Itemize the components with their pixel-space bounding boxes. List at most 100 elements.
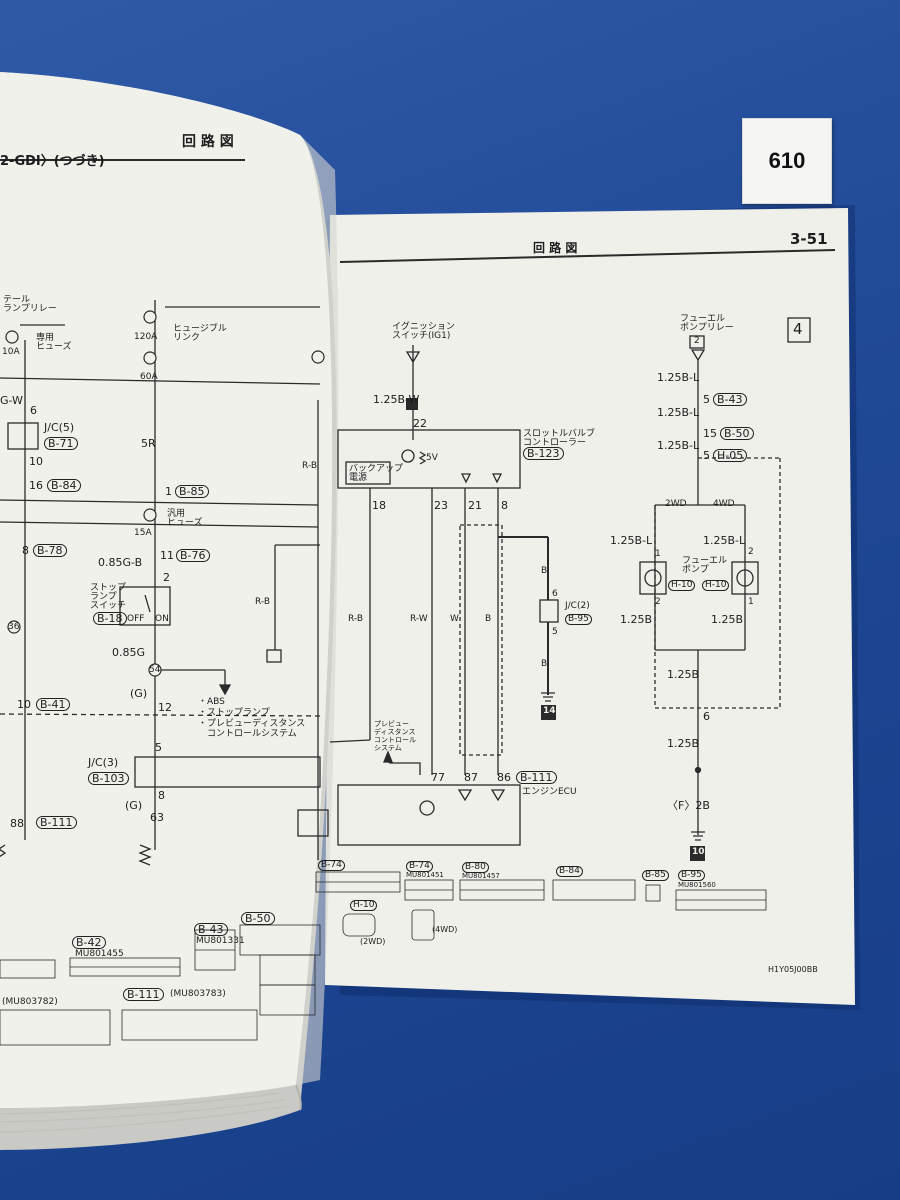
label-5v: 5V [426, 453, 438, 463]
conn-b42: B-42 [72, 936, 106, 949]
label-n87: 87 [464, 771, 478, 784]
conn-b111-right: B-111 [516, 771, 557, 784]
label-wire-125bl-1: 1.25B-L [657, 371, 700, 384]
label-wire-125bw: 1.25B-W [373, 393, 420, 406]
label-wire-085gb: 0.85G-B [98, 556, 143, 569]
left-header-sub: 2-GDI〉(つづき) [0, 154, 105, 169]
label-wire-5r: 5R [141, 437, 156, 450]
label-n18: 18 [372, 499, 386, 512]
label-amp-10: 10A [2, 347, 20, 357]
conn-h05: H-05 [713, 449, 748, 462]
label-engine-ecu: エンジンECU [522, 787, 577, 797]
label-wire-b-1: B [485, 614, 492, 624]
conn-b43-right: B-43 [713, 393, 747, 406]
label-n6: 6 [30, 404, 37, 417]
footer-code: H1Y05J00BB [768, 965, 818, 974]
conn-b95-right: B-95 [678, 870, 705, 881]
label-wire-125b-4: 1.25B [667, 737, 700, 750]
label-wire-125bl-4: 1.25B-L [610, 534, 653, 547]
label-fusible-link: ヒュージブル リンク [173, 324, 227, 343]
label-wire-125b-2: 1.25B [711, 613, 744, 626]
label-n1: 1 [165, 485, 172, 498]
label-n6-r: 6 [552, 589, 558, 599]
label-mu-3: (MU803782) [2, 997, 58, 1007]
label-wire-gw: G-W [0, 394, 23, 407]
label-n86: 86 [497, 771, 511, 784]
label-wire-125b-1: 1.25B [620, 613, 653, 626]
label-wire-125bl-2: 1.25B-L [657, 406, 700, 419]
label-tail-relay: テール ランプリレー [3, 295, 57, 314]
ground-10: 10 [692, 847, 705, 857]
label-n2-relay: 2 [694, 336, 700, 346]
label-n36: 36 [8, 622, 20, 632]
label-wire-rb-left: R-B [255, 597, 270, 607]
label-mu-c: MU801560 [678, 881, 716, 889]
label-wire-125bl-3: 1.25B-L [657, 439, 700, 452]
label-wire-085g: 0.85G [112, 646, 146, 659]
label-f2b: 〈F〉2B [667, 799, 710, 812]
label-throttle-controller: スロットルバルブ コントローラー [523, 429, 596, 448]
label-mu-1: MU801455 [75, 949, 124, 959]
label-fuel-pump: フューエル ポンプ [682, 556, 728, 575]
label-n10-b: 10 [17, 698, 31, 711]
label-fuse-dedicated: 専用 ヒューズ [36, 333, 72, 352]
label-on: ON [155, 614, 169, 624]
ground-14: 14 [543, 706, 556, 716]
label-n12: 12 [158, 701, 172, 714]
label-ignition-switch: イグニッション スイッチ(IG1) [392, 322, 455, 341]
conn-b50-left: B-50 [241, 912, 275, 925]
label-n11: 11 [160, 549, 174, 562]
label-mu-2: MU801331 [196, 936, 245, 946]
label-n8-r: 8 [501, 499, 508, 512]
label-n5-fp2: 5 [703, 449, 710, 462]
label-wire-g-1: (G) [130, 687, 148, 700]
label-n5-fp: 5 [703, 393, 710, 406]
label-wire-125bl-5: 1.25B-L [703, 534, 746, 547]
right-schematic [315, 249, 836, 941]
label-n10: 10 [29, 455, 43, 468]
label-n54: 54 [149, 665, 161, 675]
label-backup-power: バックアップ 電源 [349, 464, 404, 483]
label-n8-b: 8 [158, 789, 165, 802]
label-fuel-pump-relay: フューエル ポンプリレー [680, 314, 734, 333]
label-n88: 88 [10, 817, 24, 830]
label-wire-b-2: B [541, 566, 548, 576]
label-n77: 77 [431, 771, 445, 784]
label-n22: 22 [413, 417, 427, 430]
label-abs-systems: ・ABS ・ストップランプ ・プレビューディスタンス コントロールシステム [198, 697, 306, 740]
label-n6-fp: 6 [703, 710, 710, 723]
conn-b71: B-71 [44, 437, 78, 450]
conn-b84-right: B-84 [556, 866, 583, 877]
label-wire-125b-3: 1.25B [667, 668, 700, 681]
label-amp-120: 120A [134, 332, 158, 342]
conn-b80: B-80 [462, 862, 489, 873]
label-general-fuse: 汎用 ヒューズ [167, 509, 203, 528]
label-n21: 21 [468, 499, 482, 512]
label-n15: 15 [703, 427, 717, 440]
label-amp-15: 15A [134, 528, 152, 538]
label-2wd: 2WD [665, 499, 687, 509]
label-preview-system: プレビュー ディスタンス コントロール システム [374, 720, 416, 753]
label-n5: 5 [155, 741, 162, 754]
right-header-title: 回 路 図 [533, 241, 578, 255]
conn-b43-left: B-43 [194, 923, 228, 936]
panel-number: 4 [793, 320, 803, 338]
label-wire-b-3: B [541, 659, 548, 669]
price-sticker: 610 [742, 118, 832, 204]
label-jc3: J/C(3) [88, 756, 119, 769]
left-header-title: 回 路 図 [182, 134, 234, 150]
conn-b123: B-123 [523, 447, 564, 460]
label-n2-pump4: 2 [748, 547, 754, 557]
label-n2: 2 [163, 571, 170, 584]
label-amp-60: 60A [140, 372, 158, 382]
conn-b95: B-95 [565, 614, 592, 625]
label-n16: 16 [29, 479, 43, 492]
left-page [0, 72, 333, 1108]
label-n2-pump2: 2 [655, 597, 661, 607]
conn-b103: B-103 [88, 772, 129, 785]
label-mu-4: (MU803783) [170, 989, 226, 999]
label-n5-r: 5 [552, 627, 558, 637]
conn-h10-4wd: H-10 [702, 580, 730, 591]
conn-h10-2wd: H-10 [668, 580, 696, 591]
